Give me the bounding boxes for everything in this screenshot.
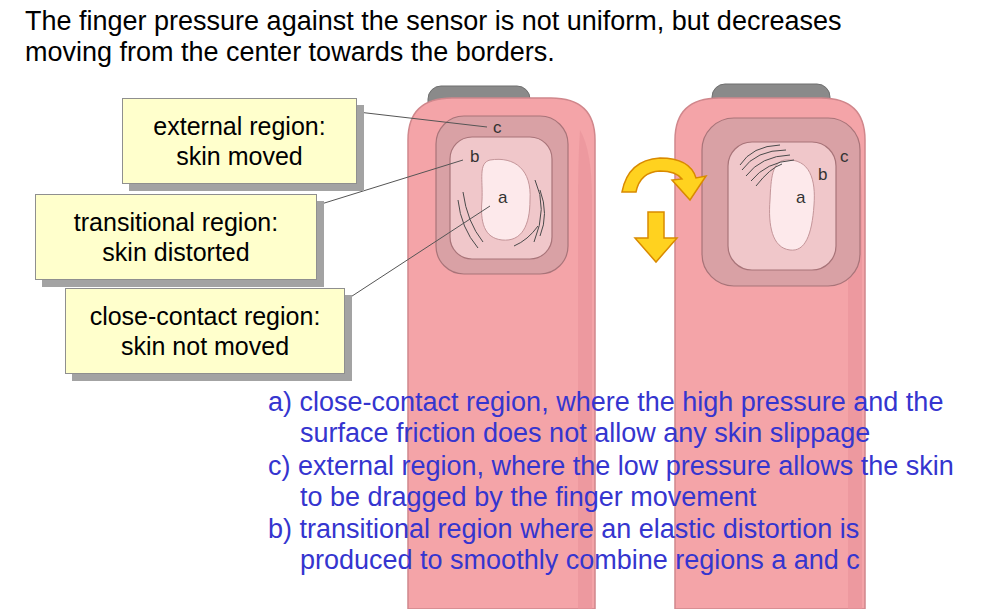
region-description: b) transitional region where an elastic … xyxy=(268,514,963,576)
close-contact-region xyxy=(482,159,531,240)
ridge-line xyxy=(540,190,545,236)
external-region xyxy=(436,116,568,274)
callout-box: close-contact region: skin not moved xyxy=(65,288,345,374)
downward-arrow xyxy=(635,212,677,262)
region-letter: b xyxy=(470,148,479,165)
close-contact-region xyxy=(770,160,815,250)
transitional-region xyxy=(728,142,836,270)
ridge-line xyxy=(751,160,794,181)
callout-box: transitional region: skin distorted xyxy=(35,194,317,280)
region-description: a) close-contact region, where the high … xyxy=(268,387,963,449)
external-region xyxy=(702,118,860,286)
leader-line xyxy=(358,112,487,127)
callout-content: transitional region: skin distorted xyxy=(61,207,291,267)
callout-text: transitional region: skin distorted xyxy=(61,207,291,267)
callout-content: external region: skin moved xyxy=(142,111,337,171)
transitional-region xyxy=(450,137,552,259)
callout-content: close-contact region: skin not moved xyxy=(80,301,330,361)
region-letter: a xyxy=(796,189,805,206)
ridge-line xyxy=(458,200,478,248)
region-description: c) external region, where the low pressu… xyxy=(268,451,963,513)
callout-text: close-contact region: skin not moved xyxy=(80,301,330,361)
ridge-line xyxy=(740,145,780,165)
rotation-arrow xyxy=(622,158,706,200)
ridge-line xyxy=(534,180,541,242)
ridge-line xyxy=(756,164,782,186)
region-letter: c xyxy=(840,148,849,165)
region-letter: b xyxy=(818,166,827,183)
fingerprint-ridges xyxy=(458,180,545,248)
ridge-line xyxy=(514,226,538,246)
callout-box: external region: skin moved xyxy=(122,98,357,184)
ridge-line xyxy=(742,150,786,170)
fingerprint-ridges xyxy=(740,145,794,186)
region-letter: c xyxy=(493,119,502,136)
region-letter: a xyxy=(498,189,507,206)
figure-title: The finger pressure against the sensor i… xyxy=(25,6,885,68)
callout-text: external region: skin moved xyxy=(142,111,337,171)
leader-line xyxy=(346,206,490,300)
